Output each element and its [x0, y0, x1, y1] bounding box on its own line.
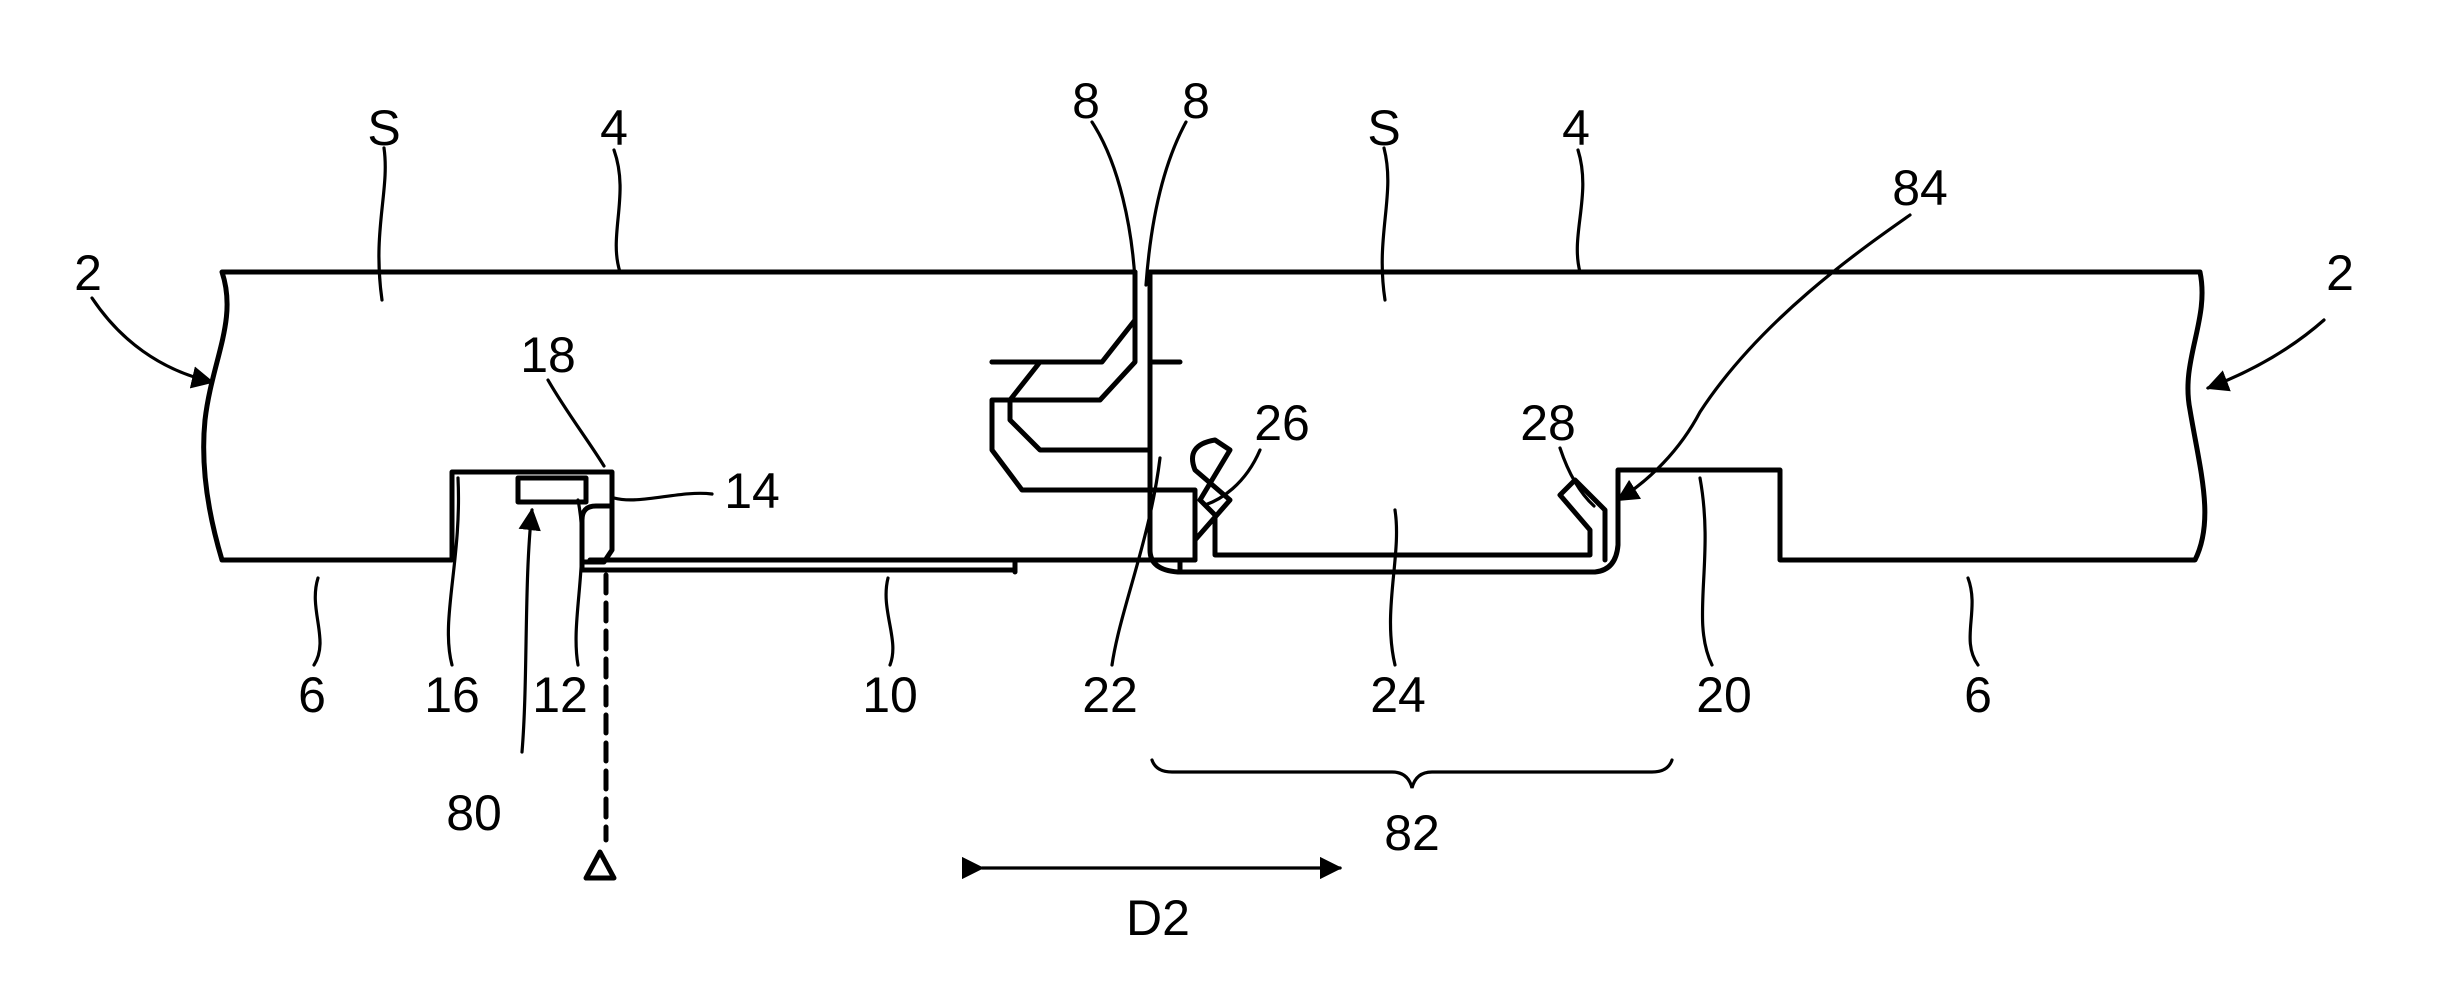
label-S-left: S	[367, 100, 400, 156]
leader-6-right	[1968, 578, 1978, 665]
leader-S-right	[1382, 148, 1388, 300]
leader-12	[576, 500, 582, 665]
reference-triangle	[586, 852, 614, 878]
leader-10	[886, 578, 893, 665]
label-6-left: 6	[298, 667, 326, 723]
leader-8-b	[1146, 122, 1186, 285]
label-4-right: 4	[1562, 100, 1590, 156]
label-26: 26	[1254, 395, 1310, 451]
label-D2: D2	[1126, 890, 1190, 946]
label-82: 82	[1384, 805, 1440, 861]
tongue-profile	[992, 362, 1150, 450]
leader-8-a	[1092, 122, 1135, 280]
arrow-2-right	[2208, 320, 2324, 388]
label-8-b: 8	[1182, 73, 1210, 129]
label-80: 80	[446, 785, 502, 841]
right-channel	[1193, 440, 1606, 560]
label-12: 12	[532, 667, 588, 723]
label-20: 20	[1696, 667, 1752, 723]
joint-edge-right	[1150, 272, 1180, 362]
left-panel-outline	[204, 272, 1195, 570]
label-22: 22	[1082, 667, 1138, 723]
leader-24	[1390, 510, 1396, 665]
arrow-80	[522, 510, 532, 752]
groove-slot-left	[518, 478, 586, 502]
span-brace-82	[1152, 760, 1672, 788]
label-10: 10	[862, 667, 918, 723]
label-24: 24	[1370, 667, 1426, 723]
label-18: 18	[520, 327, 576, 383]
leader-S-left	[379, 148, 385, 300]
leader-18	[548, 380, 604, 466]
label-84: 84	[1892, 160, 1948, 216]
label-2-left: 2	[74, 245, 102, 301]
label-8-a: 8	[1072, 73, 1100, 129]
arrow-84	[1618, 215, 1910, 500]
label-16: 16	[424, 667, 480, 723]
leader-14	[614, 493, 712, 500]
label-2-right: 2	[2326, 245, 2354, 301]
arrow-2-left	[92, 298, 212, 382]
label-14: 14	[724, 463, 780, 519]
leader-4-right	[1577, 150, 1583, 272]
joint-edge-left	[992, 272, 1135, 362]
leader-6-left	[314, 578, 320, 665]
label-S-right: S	[1367, 100, 1400, 156]
leader-4-left	[614, 150, 620, 272]
label-28: 28	[1520, 395, 1576, 451]
label-4-left: 4	[600, 100, 628, 156]
leader-20	[1700, 478, 1712, 665]
label-6-right: 6	[1964, 667, 1992, 723]
